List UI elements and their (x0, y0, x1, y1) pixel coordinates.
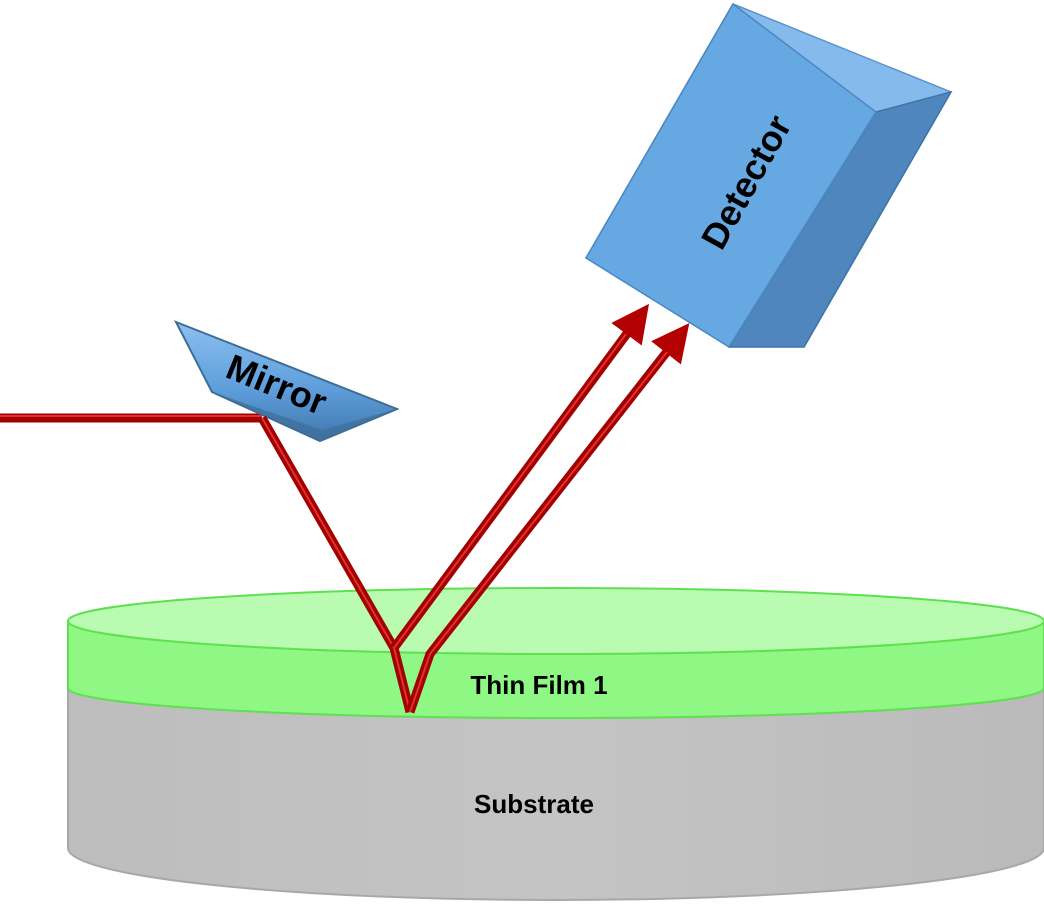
mirror-edge (212, 392, 397, 441)
detector-front-face (584, 2, 878, 349)
detector: Detector (584, 2, 953, 349)
thin-film-top (67, 587, 1044, 655)
mirror: Mirror (173, 320, 400, 443)
reflected-beam-2-highlight (409, 351, 668, 713)
substrate: Substrate (67, 687, 1044, 901)
substrate-label: Substrate (474, 789, 594, 819)
reflected-beam-1-highlight (393, 333, 627, 649)
thin-film-label: Thin Film 1 (470, 670, 607, 700)
light-beam: Mirror (0, 303, 690, 714)
thin-film: Thin Film 1 (67, 587, 1044, 719)
substrate-body (67, 687, 1044, 901)
